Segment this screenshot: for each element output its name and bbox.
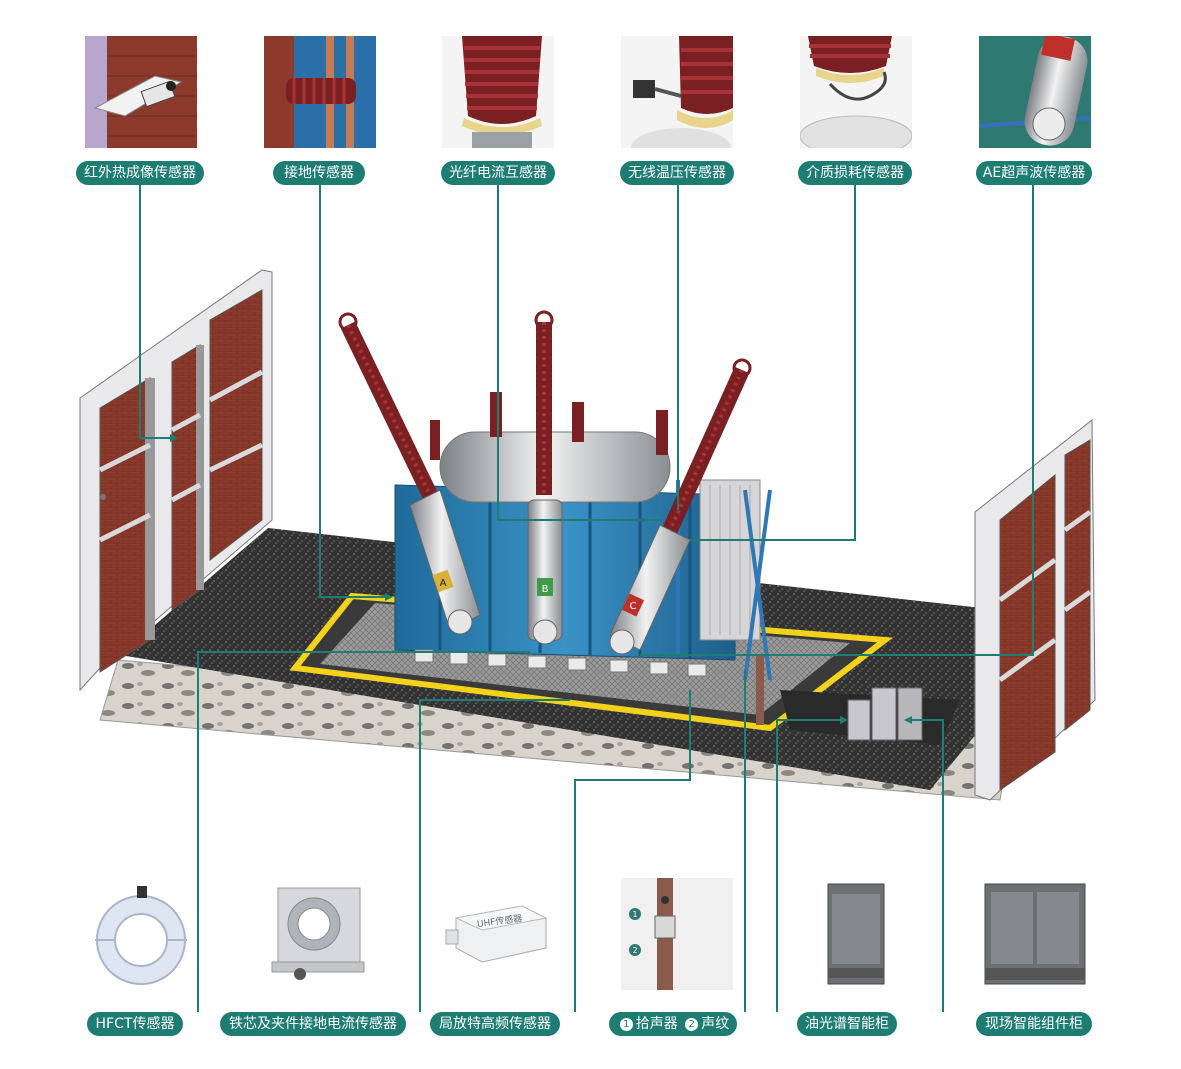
grounding-sensor-label[interactable]: 接地传感器 [273,161,365,185]
smart-component-cabinet-icon [979,878,1091,990]
wireless-temp-pressure-sensor-label[interactable]: 无线温压传感器 [620,161,734,185]
infrared-camera-sensor-label[interactable]: 红外热成像传感器 [76,161,204,185]
label-text: 光纤电流互感器 [449,165,547,181]
voiceprint-text: 声纹 [701,1016,730,1032]
label-text: 局放特高频传感器 [439,1016,551,1032]
label-text: 红外热成像传感器 [84,165,196,181]
cabinets [847,687,923,741]
power-transformer: A B C [338,310,772,681]
smart-component-cabinet-label[interactable]: 现场智能组件柜 [976,1012,1092,1036]
mark-2: 2 [632,946,637,955]
dielectric-loss-icon [800,36,912,148]
label-text: 接地传感器 [284,165,354,181]
grounding-sensor-icon [264,36,376,148]
bushing-turret-a [409,489,481,635]
fiber-current-transformer-label[interactable]: 光纤电流互感器 [441,161,555,185]
phase-label-c: C [630,601,637,612]
mark-1: 1 [632,910,637,919]
fiber-current-transformer-icon [442,36,554,148]
infrared-camera-icon [85,36,197,148]
mark-1-badge: 1 [619,1018,633,1031]
label-text: 现场智能组件柜 [985,1016,1083,1032]
oil-spectrum-cabinet-icon [800,878,912,990]
uhf-partial-discharge-sensor-label[interactable]: 局放特高频传感器 [430,1012,560,1036]
phase-label-b: B [542,584,549,595]
label-text: 介质损耗传感器 [806,165,904,181]
label-text: HFCT传感器 [95,1016,175,1032]
core-clamp-ct-icon [264,878,376,990]
label-text: 铁芯及夹件接地电流传感器 [229,1016,397,1032]
hfct-sensor-label[interactable]: HFCT传感器 [87,1012,183,1036]
sound-pickup-icon: 1 2 [621,878,733,990]
bushing-turret-b [527,499,563,645]
ae-ultrasonic-icon [979,36,1091,148]
hfct-ring-icon [85,878,197,990]
right-wall [974,418,1096,801]
phase-label-a: A [440,578,447,589]
label-text: 油光谱智能柜 [805,1016,889,1032]
label-text: AE超声波传感器 [982,165,1086,181]
oil-spectrum-cabinet-label[interactable]: 油光谱智能柜 [797,1012,897,1036]
sound-pickup-text: 拾声器 [635,1016,678,1032]
uhf-sensor-icon: UHF传感器 [442,878,554,990]
ae-ultrasonic-sensor-label[interactable]: AE超声波传感器 [976,161,1092,185]
left-wall [79,269,273,692]
core-clamp-ground-current-sensor-label[interactable]: 铁芯及夹件接地电流传感器 [220,1012,406,1036]
label-text: 无线温压传感器 [628,165,726,181]
mark-2-badge: 2 [685,1018,699,1031]
dielectric-loss-sensor-label[interactable]: 介质损耗传感器 [798,161,912,185]
wireless-temp-pressure-icon [621,36,733,148]
sound-pickup-pole [756,655,764,725]
